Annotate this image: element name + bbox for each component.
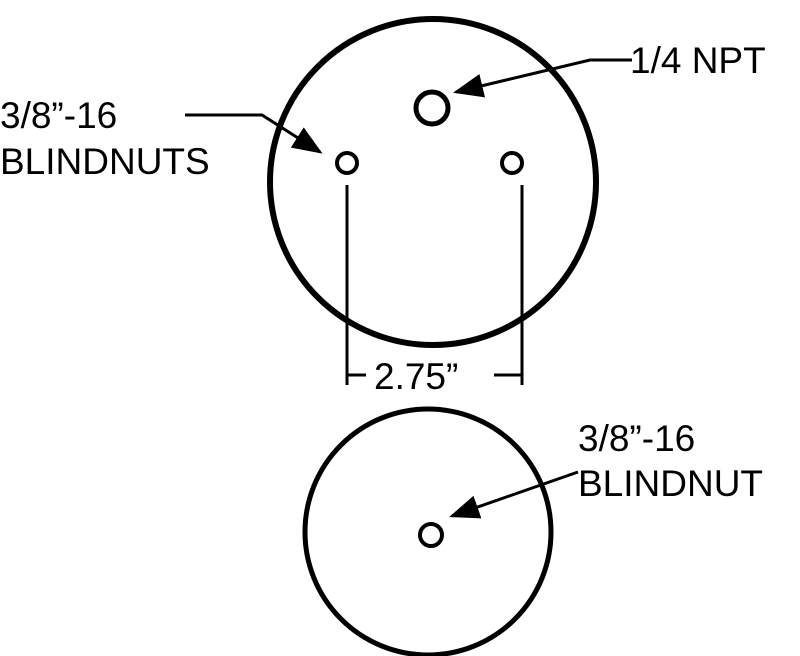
bottom-blindnut-hole [418, 522, 444, 548]
bottom-blindnut-leader-arrow [449, 470, 579, 519]
spacing-dimension-label: 2.75” [374, 356, 459, 397]
top-plate-outline [267, 16, 599, 348]
blindnuts-leader-arrow [185, 113, 323, 154]
blindnuts-size-label: 3/8”-16 [0, 95, 118, 136]
blindnut-hole-right [500, 151, 524, 175]
npt-port-hole [413, 89, 451, 127]
bottom-blindnut-type-label: BLINDNUT [578, 463, 764, 504]
npt-port-label: 1/4 NPT [630, 40, 766, 81]
npt-leader-arrow [453, 58, 632, 98]
blindnuts-type-label: BLINDNUTS [0, 141, 210, 182]
bottom-plate-outline [302, 406, 554, 656]
bottom-blindnut-size-label: 3/8”-16 [578, 418, 696, 459]
blindnut-hole-left [335, 151, 359, 175]
